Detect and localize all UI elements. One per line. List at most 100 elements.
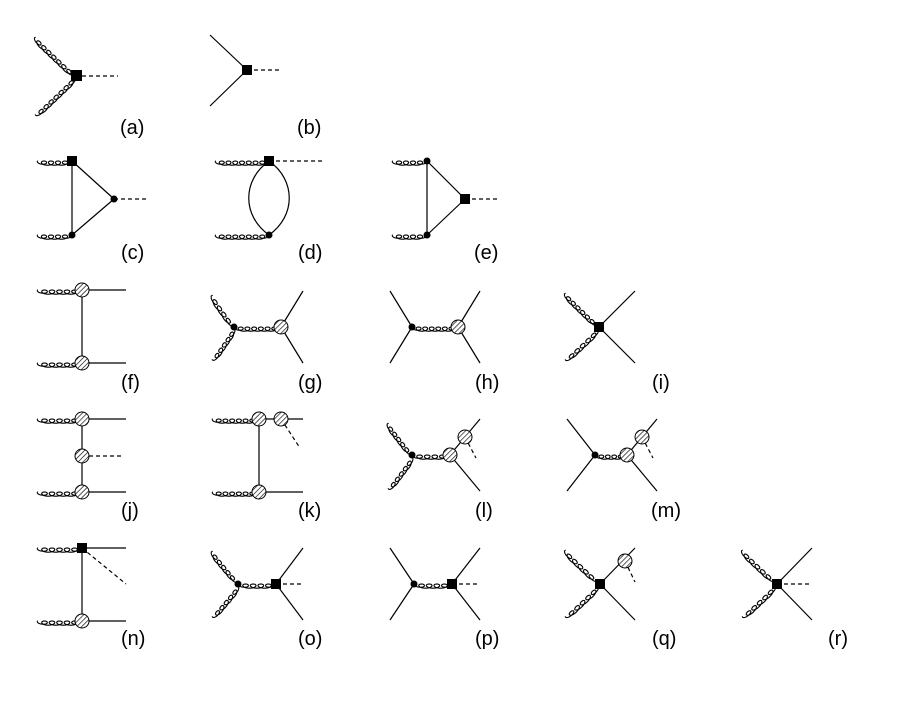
gluon-curl: [34, 76, 77, 117]
quark-line: [275, 547, 304, 585]
quark-line: [599, 547, 636, 585]
gluon-curl: [237, 583, 277, 589]
diagram-label-o: (o): [298, 628, 322, 650]
gluon-line: [34, 76, 77, 117]
gluon-line: [391, 160, 428, 166]
diagram-label-f: (f): [121, 372, 140, 394]
loop-line: [248, 160, 270, 236]
gluon-line: [211, 585, 240, 619]
gluon-curl: [214, 160, 270, 166]
gluon-line: [386, 422, 413, 455]
gluon-line: [36, 160, 73, 166]
gluon-curl: [411, 454, 451, 460]
hatched-blob: [251, 484, 267, 500]
gluon-curl: [36, 160, 73, 166]
hatched-blob: [450, 319, 466, 335]
diagram-g: (g): [210, 290, 322, 394]
gluon-curl: [413, 583, 453, 589]
gluon-line: [36, 234, 73, 240]
hatched-blob: [74, 613, 90, 629]
gluon-line: [214, 160, 270, 166]
diagram-e: (e): [391, 157, 500, 264]
hatched-blob: [442, 447, 458, 463]
diagram-o: (o): [210, 547, 322, 650]
diagram-m: (m): [566, 418, 681, 522]
hatched-blob: [273, 319, 289, 335]
quark-line: [275, 583, 304, 621]
diagram-c: (c): [36, 156, 146, 264]
gluon-line: [237, 583, 277, 589]
vertex-dot: [234, 580, 242, 588]
quark-line: [626, 454, 658, 492]
gluon-line: [391, 234, 428, 240]
diagram-r: (r): [740, 547, 848, 650]
gluon-line: [594, 454, 628, 460]
gluon-line: [211, 327, 236, 361]
gluon-curl: [214, 234, 270, 240]
gluon-line: [387, 456, 414, 490]
gluon-curl: [594, 454, 628, 460]
gluon-curl: [740, 549, 776, 583]
quark-line: [389, 547, 415, 585]
gluon-curl: [36, 234, 73, 240]
quark-line: [599, 583, 636, 621]
diagram-f: (f): [36, 282, 140, 394]
diagram-label-i: (i): [652, 372, 670, 394]
vertex-dot: [230, 323, 238, 331]
diagram-label-q: (q): [652, 628, 676, 650]
effective-vertex-square: [447, 579, 457, 589]
gluon-line: [564, 328, 600, 362]
quark-line: [389, 583, 415, 621]
loop-line: [426, 160, 466, 200]
gluon-line: [741, 585, 777, 619]
gluon-curl: [563, 292, 599, 327]
quark-line: [451, 583, 481, 621]
gluon-line: [563, 549, 599, 583]
gluon-line: [740, 549, 776, 583]
loop-line: [71, 160, 115, 200]
quark-line: [389, 326, 413, 364]
gluon-curl: [387, 456, 414, 490]
effective-vertex-square: [271, 579, 281, 589]
gluon-line: [210, 550, 239, 584]
hatched-blob: [619, 447, 635, 463]
gluon-line: [210, 294, 235, 327]
vertex-dot: [591, 451, 599, 459]
gluon-curl: [211, 585, 240, 619]
diagram-label-b: (b): [297, 117, 321, 139]
diagram-j: (j): [36, 411, 139, 522]
scalar-dashed-line: [280, 418, 301, 449]
hatched-blob: [617, 553, 633, 569]
effective-vertex-square: [67, 156, 77, 166]
diagram-label-m: (m): [651, 500, 681, 522]
diagram-k: (k): [211, 411, 321, 522]
quark-line: [566, 418, 596, 456]
gluon-curl: [33, 36, 76, 77]
vertex-dot: [423, 157, 431, 165]
hatched-blob: [634, 429, 650, 445]
quark-line: [776, 547, 813, 585]
gluon-curl: [564, 585, 600, 619]
gluon-curl: [391, 160, 428, 166]
hatched-blob: [74, 411, 90, 427]
diagram-i: (i): [563, 290, 670, 394]
gluon-line: [36, 547, 83, 553]
quark-line: [209, 69, 248, 107]
effective-vertex-square: [77, 543, 87, 553]
loop-line: [268, 160, 290, 236]
effective-vertex-square: [460, 194, 470, 204]
diagram-label-e: (e): [474, 242, 498, 264]
gluon-curl: [386, 422, 413, 455]
vertex-dot: [110, 195, 118, 203]
gluon-curl: [563, 549, 599, 583]
hatched-blob: [251, 411, 267, 427]
gluon-line: [214, 234, 270, 240]
diagram-a: (a): [33, 36, 144, 139]
vertex-dot: [423, 231, 431, 239]
effective-vertex-square: [595, 579, 605, 589]
effective-vertex-square: [772, 579, 782, 589]
vertex-dot: [408, 323, 416, 331]
diagram-label-j: (j): [121, 500, 139, 522]
diagram-label-d: (d): [298, 242, 322, 264]
